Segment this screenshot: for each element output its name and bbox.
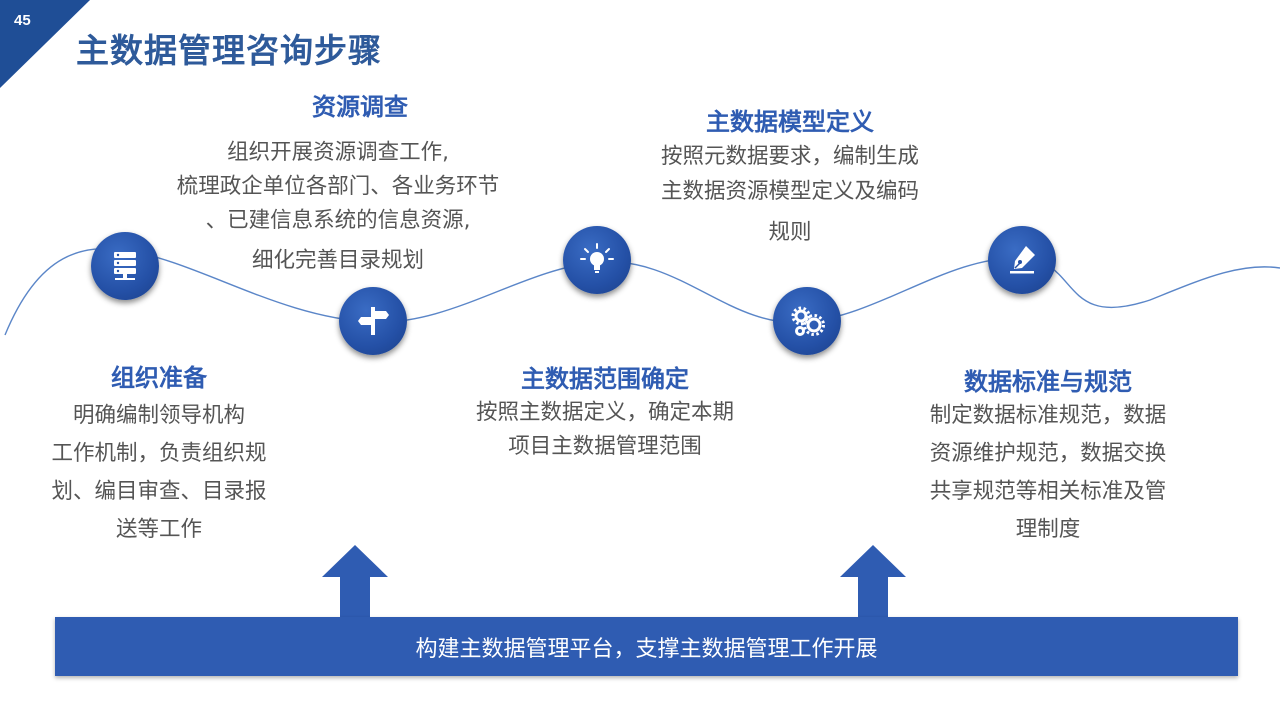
step-1-title: 组织准备 — [111, 364, 207, 392]
server-icon — [114, 252, 136, 280]
signpost-icon — [358, 307, 389, 335]
step-5-line: 制定数据标准规范，数据 — [929, 403, 1167, 428]
up-arrow-icon — [840, 545, 906, 620]
step-3-desc: 按照主数据定义，确定本期 项目主数据管理范围 — [445, 396, 765, 464]
step-4-title: 主数据模型定义 — [706, 108, 874, 136]
step-4-line: 主数据资源模型定义及编码 — [660, 179, 919, 204]
step-2-desc: 组织开展资源调查工作, 梳理政企单位各部门、各业务环节 、已建信息系统的信息资源… — [148, 136, 528, 278]
step-1-desc: 明确编制领导机构 工作机制，负责组织规 划、编目审查、目录报 送等工作 — [24, 397, 294, 549]
step-5-line: 共享规范等相关标准及管 — [929, 479, 1167, 504]
page-corner — [0, 0, 90, 88]
step-1-line: 工作机制，负责组织规 — [51, 441, 267, 466]
step-4-line: 规则 — [768, 220, 812, 245]
step-5-line: 资源维护规范，数据交换 — [929, 441, 1167, 466]
gears-icon — [791, 306, 825, 336]
pen-icon — [1010, 246, 1035, 274]
step-1-line: 划、编目审查、目录报 — [51, 479, 267, 504]
server-node — [91, 232, 159, 300]
step-1-line: 明确编制领导机构 — [72, 403, 245, 428]
gears-node — [773, 287, 841, 355]
step-4-line: 按照元数据要求，编制生成 — [660, 144, 919, 169]
step-3-line: 按照主数据定义，确定本期 — [475, 400, 734, 425]
step-2-title: 资源调查 — [312, 93, 408, 121]
platform-banner: 构建主数据管理平台，支撑主数据管理工作开展 — [55, 617, 1238, 676]
step-2-line: 细化完善目录规划 — [251, 248, 424, 273]
step-5-desc: 制定数据标准规范，数据 资源维护规范，数据交换 共享规范等相关标准及管 理制度 — [903, 397, 1193, 549]
lightbulb-icon — [580, 243, 614, 273]
page-title: 主数据管理咨询步骤 — [76, 31, 382, 70]
page-number: 45 — [14, 12, 31, 29]
step-2-line: 梳理政企单位各部门、各业务环节 — [176, 174, 500, 199]
up-arrow-icon — [322, 545, 388, 620]
pen-node — [988, 226, 1056, 294]
step-5-title: 数据标准与规范 — [964, 368, 1132, 396]
banner-text: 构建主数据管理平台，支撑主数据管理工作开展 — [415, 636, 878, 662]
step-1-line: 送等工作 — [115, 517, 202, 542]
step-2-line: 组织开展资源调查工作, — [227, 140, 449, 165]
step-3-line: 项目主数据管理范围 — [508, 434, 702, 459]
signpost-node — [339, 287, 407, 355]
step-5-line: 理制度 — [1015, 517, 1081, 542]
step-4-desc: 按照元数据要求，编制生成 主数据资源模型定义及编码 规则 — [630, 139, 950, 250]
lightbulb-node — [563, 226, 631, 294]
step-2-line: 、已建信息系统的信息资源, — [205, 208, 471, 233]
step-3-title: 主数据范围确定 — [521, 365, 689, 393]
